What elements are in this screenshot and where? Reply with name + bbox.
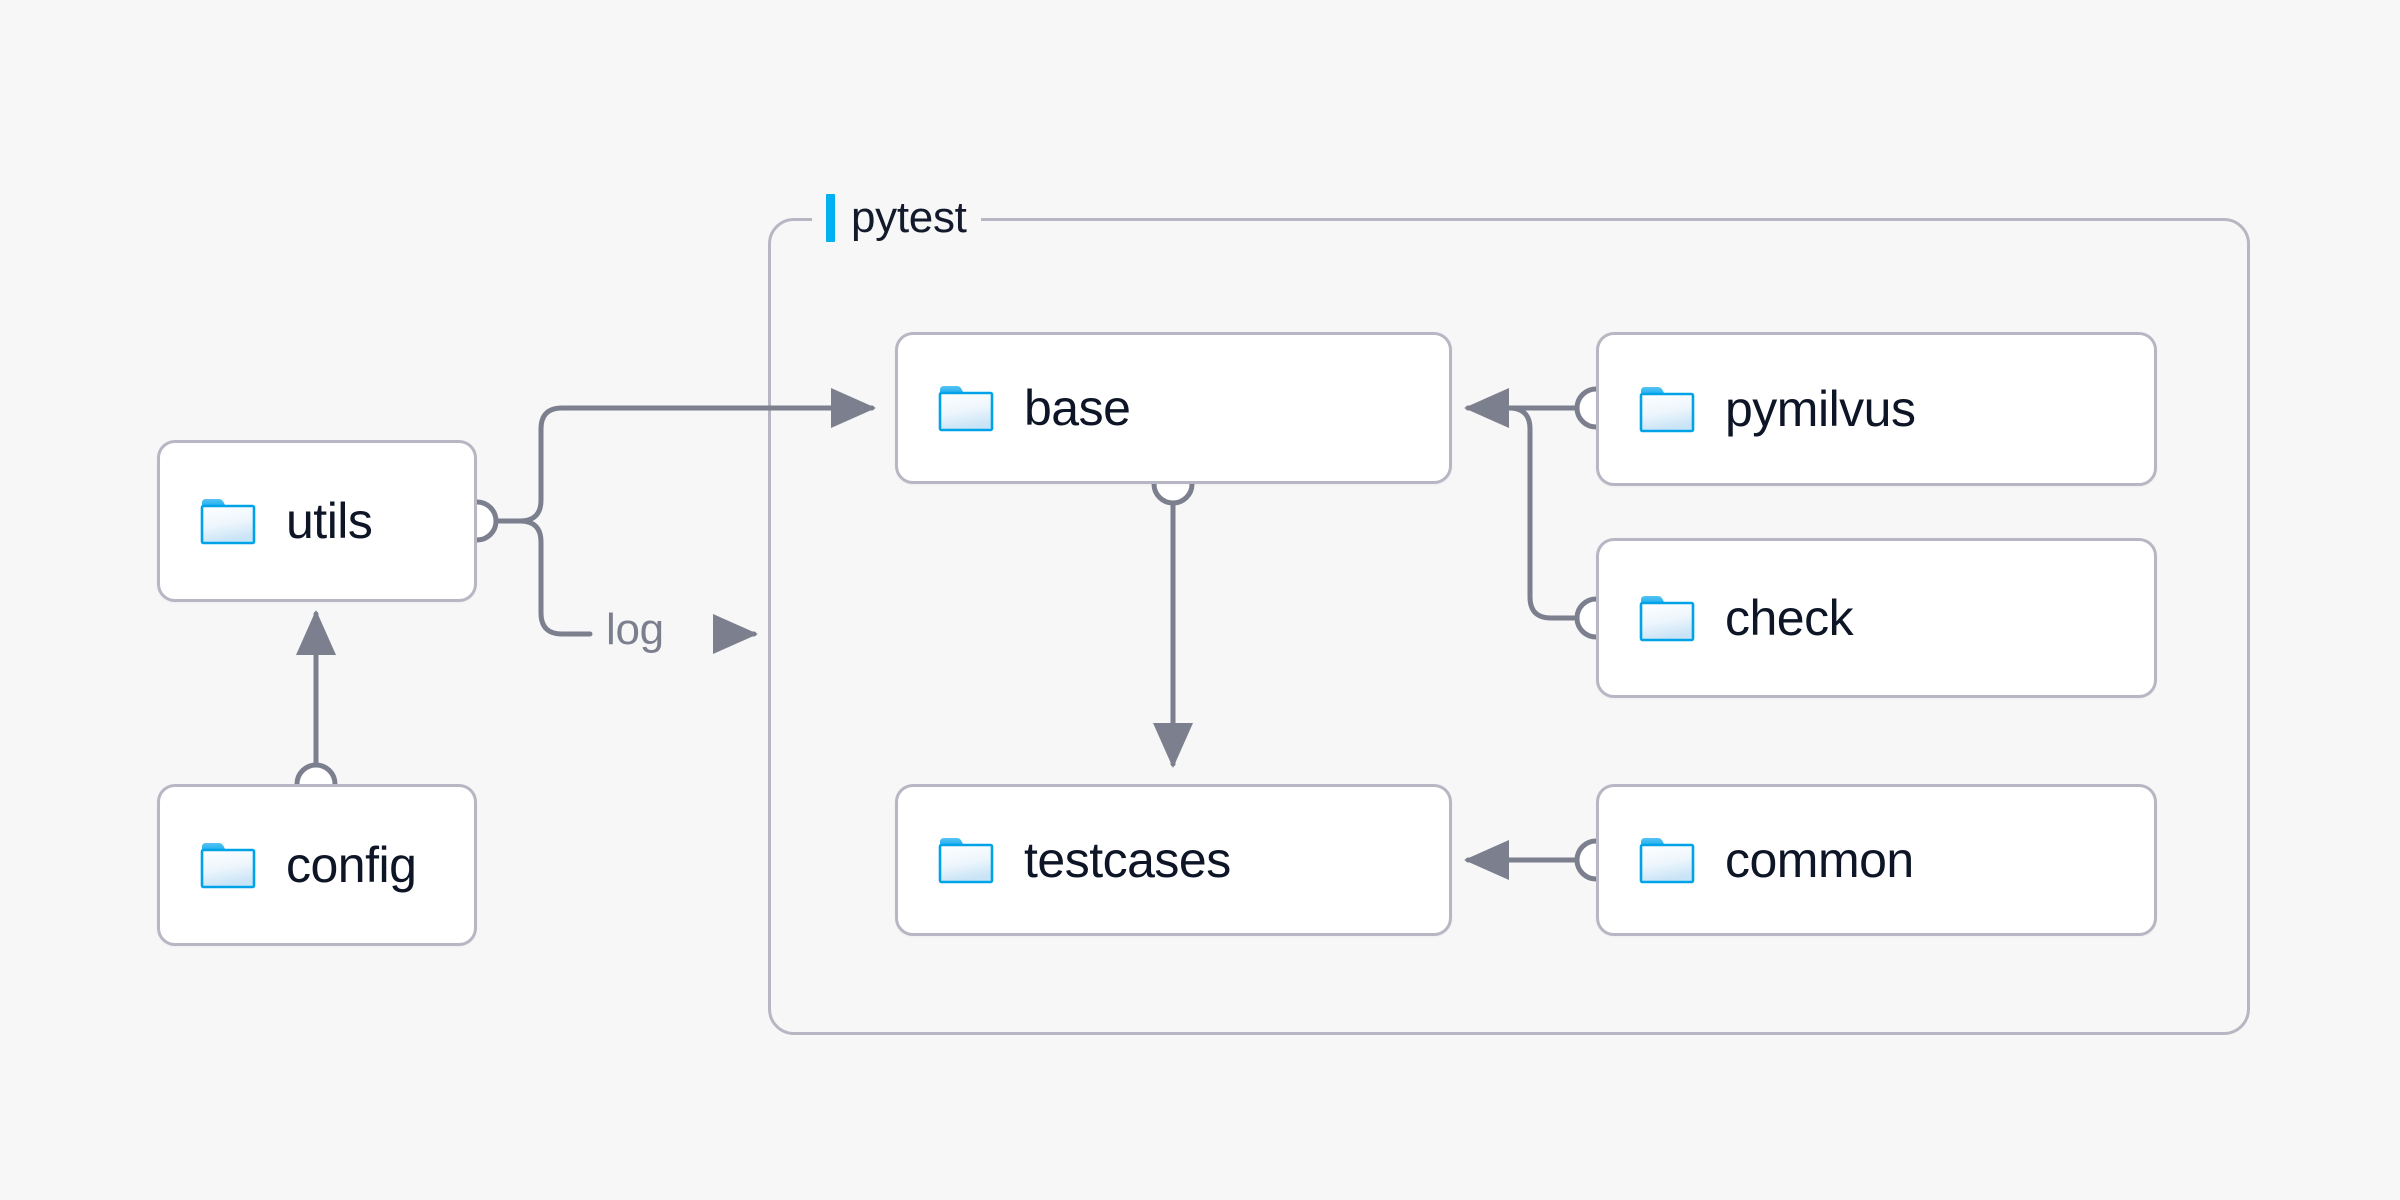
folder-icon xyxy=(1639,387,1695,433)
node-label: testcases xyxy=(1024,832,1231,888)
group-label-text: pytest xyxy=(851,193,967,242)
folder-icon xyxy=(938,838,994,884)
node-check[interactable]: check xyxy=(1596,538,2157,698)
folder-icon xyxy=(1639,596,1695,642)
node-label: base xyxy=(1024,380,1131,436)
folder-icon xyxy=(938,386,994,432)
group-label-pytest: pytest xyxy=(812,190,981,246)
node-config[interactable]: config xyxy=(157,784,477,946)
node-label: config xyxy=(286,837,417,893)
node-label: common xyxy=(1725,832,1914,888)
node-label: utils xyxy=(286,493,373,549)
node-common[interactable]: common xyxy=(1596,784,2157,936)
node-base[interactable]: base xyxy=(895,332,1452,484)
edge-label-log: log xyxy=(606,605,664,654)
group-accent-bar xyxy=(826,194,835,242)
edge-config-utils xyxy=(294,609,338,806)
node-label: check xyxy=(1725,590,1854,646)
folder-icon xyxy=(200,499,256,545)
node-utils[interactable]: utils xyxy=(157,440,477,602)
folder-icon xyxy=(1639,838,1695,884)
node-pymilvus[interactable]: pymilvus xyxy=(1596,332,2157,486)
group-container-pytest[interactable] xyxy=(768,218,2250,1035)
node-testcases[interactable]: testcases xyxy=(895,784,1452,936)
node-label: pymilvus xyxy=(1725,381,1916,437)
folder-icon xyxy=(200,843,256,889)
